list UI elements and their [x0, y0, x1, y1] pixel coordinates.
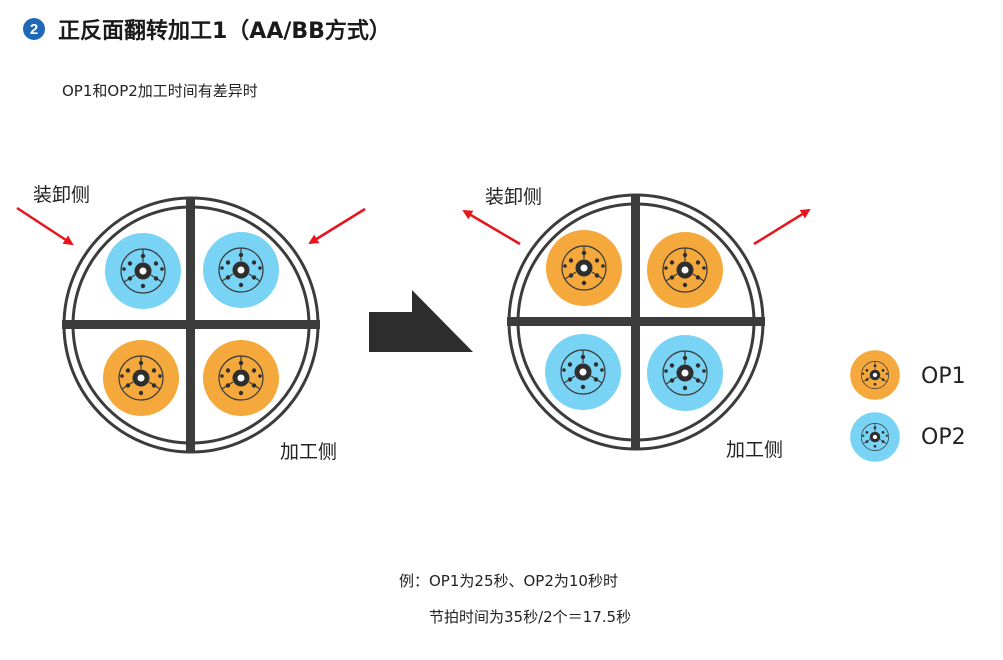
left-machining-side-label: 加工侧	[280, 441, 337, 463]
right-unload-arrow-2	[753, 208, 811, 246]
left-load-arrow-2	[308, 207, 366, 245]
right-workpiece-op1-top-left	[546, 230, 622, 306]
right-workpiece-op2-bottom-left	[545, 334, 621, 410]
legend-op2-swatch	[850, 412, 900, 462]
example-note-line-1: 例：OP1为25秒、OP2为10秒时	[399, 572, 618, 590]
left-load-arrow-1	[16, 206, 74, 246]
left-workpiece-op1-bottom-right	[203, 340, 279, 416]
right-workpiece-op1-top-right	[647, 232, 723, 308]
left-workpiece-op2-top-right	[203, 232, 279, 308]
example-note-line-2: 节拍时间为35秒/2个＝17.5秒	[429, 608, 632, 626]
legend-op1-swatch	[850, 350, 900, 400]
legend-op2-label: OP2	[921, 425, 966, 450]
step-number-badge: 2	[23, 18, 45, 40]
left-workpiece-op2-top-left	[105, 233, 181, 309]
right-load-side-label: 装卸侧	[485, 186, 542, 208]
legend-op1-label: OP1	[921, 364, 966, 389]
right-machining-side-label: 加工侧	[726, 439, 783, 461]
left-workpiece-op1-bottom-left	[103, 340, 179, 416]
left-table-vertical-bar	[186, 197, 195, 453]
page-subtitle: OP1和OP2加工时间有差异时	[62, 82, 258, 100]
page-title: 正反面翻转加工1（AA/BB方式）	[58, 19, 391, 44]
transition-arrow	[369, 290, 473, 352]
right-table: 装卸侧 加工侧	[462, 186, 811, 461]
right-workpiece-op2-bottom-right	[647, 335, 723, 411]
left-load-side-label: 装卸侧	[33, 184, 90, 206]
legend: OP1 OP2	[850, 350, 966, 462]
right-unload-arrow-1	[462, 209, 521, 246]
left-table: 装卸侧 加工侧	[16, 184, 366, 463]
right-table-vertical-bar	[631, 194, 640, 450]
